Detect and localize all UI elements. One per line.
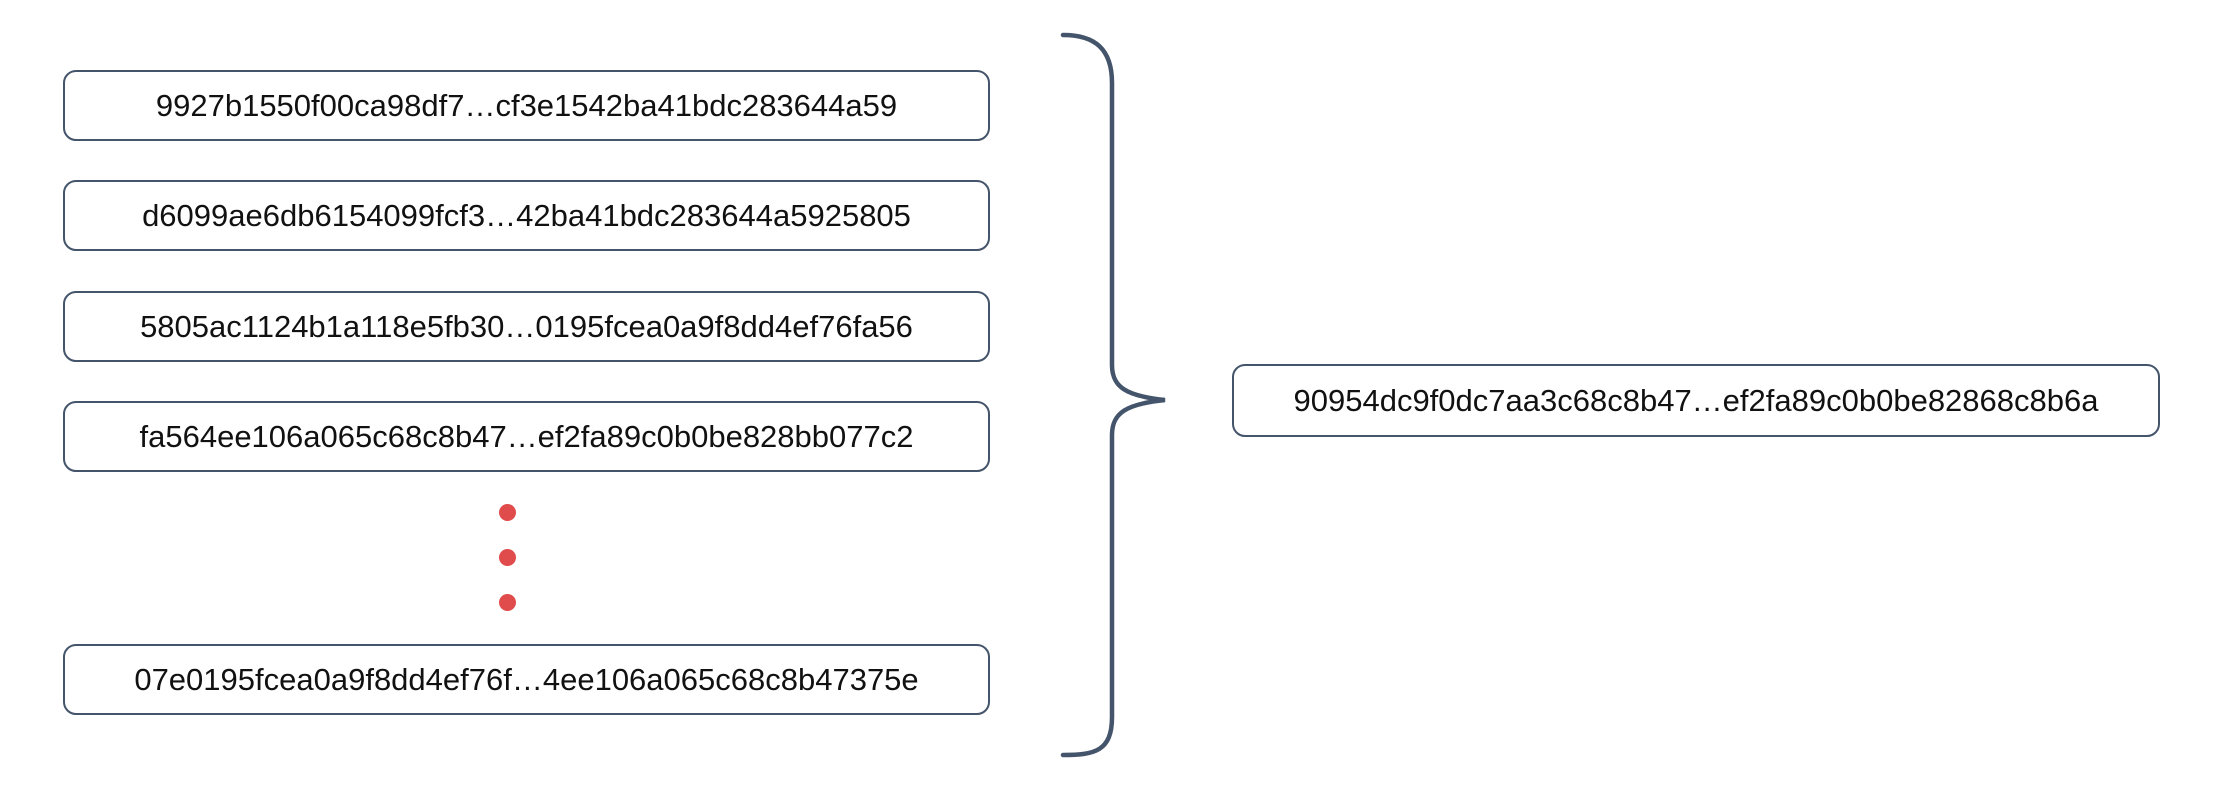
input-hash-text: d6099ae6db6154099fcf3…42ba41bdc283644a59…	[142, 197, 911, 233]
ellipsis-dot-icon	[499, 549, 516, 566]
input-hash-text: fa564ee106a065c68c8b47…ef2fa89c0b0be828b…	[139, 418, 914, 454]
input-hash-box: 5805ac1124b1a118e5fb30…0195fcea0a9f8dd4e…	[63, 291, 990, 362]
output-hash-text: 90954dc9f0dc7aa3c68c8b47…ef2fa89c0b0be82…	[1293, 382, 2099, 418]
input-hash-box: d6099ae6db6154099fcf3…42ba41bdc283644a59…	[63, 180, 990, 251]
input-hash-text: 9927b1550f00ca98df7…cf3e1542ba41bdc28364…	[155, 87, 898, 123]
output-hash-box: 90954dc9f0dc7aa3c68c8b47…ef2fa89c0b0be82…	[1232, 364, 2160, 437]
input-hash-box: 07e0195fcea0a9f8dd4ef76f…4ee106a065c68c8…	[63, 644, 990, 715]
input-hash-box: fa564ee106a065c68c8b47…ef2fa89c0b0be828b…	[63, 401, 990, 472]
ellipsis-dot-icon	[499, 504, 516, 521]
ellipsis-dot-icon	[499, 594, 516, 611]
input-hash-text: 07e0195fcea0a9f8dd4ef76f…4ee106a065c68c8…	[134, 661, 919, 697]
input-hash-box: 9927b1550f00ca98df7…cf3e1542ba41bdc28364…	[63, 70, 990, 141]
curly-brace-icon	[1060, 32, 1166, 758]
input-hash-text: 5805ac1124b1a118e5fb30…0195fcea0a9f8dd4e…	[140, 308, 913, 344]
